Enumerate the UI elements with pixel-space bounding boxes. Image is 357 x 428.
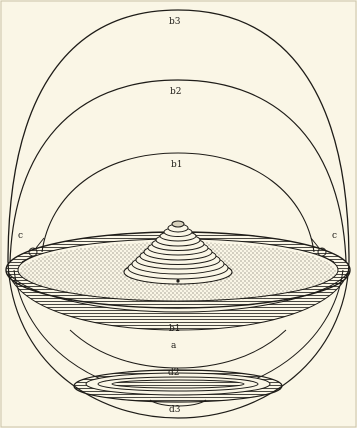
label-right-small: c (332, 231, 337, 241)
label-lower-band: d2 (168, 368, 180, 378)
label-below-disc: b1 (169, 324, 181, 334)
label-below-disc-2: a (171, 341, 177, 351)
label-outer-top: b3 (169, 17, 181, 27)
label-left-small: c (18, 231, 23, 241)
label-middle-top: b2 (170, 87, 182, 97)
label-inner-top: b1 (171, 160, 183, 170)
label-bottom: d3 (169, 405, 181, 415)
